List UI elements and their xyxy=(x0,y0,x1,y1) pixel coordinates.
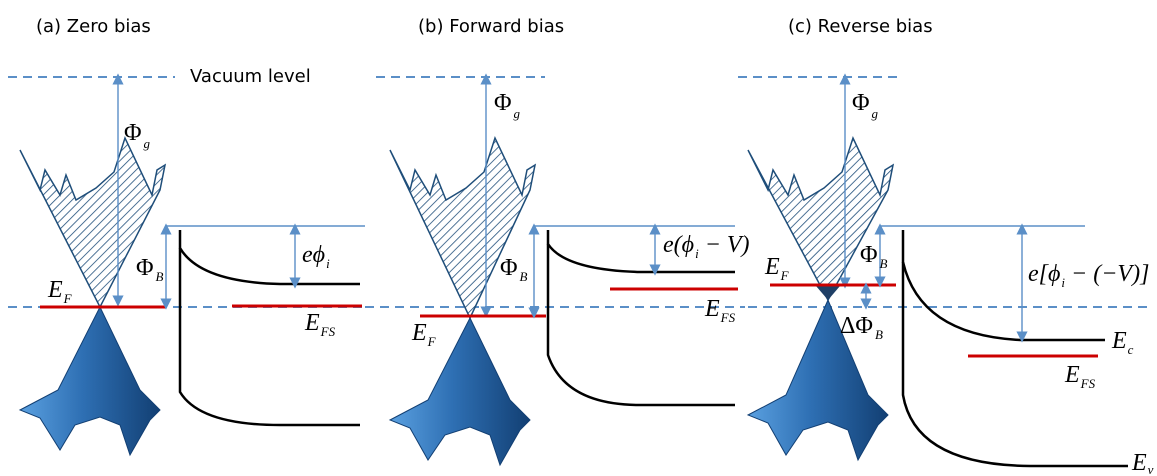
e-fs-label: EFS xyxy=(1064,362,1096,391)
conduction-band xyxy=(901,230,1105,342)
panel-title: (c) Reverse bias xyxy=(788,16,933,37)
e-fs-label: EFS xyxy=(304,310,336,339)
e-fs-label: EFS xyxy=(704,296,736,325)
dirac-cone-lower xyxy=(746,298,889,462)
barrier-label: eϕi xyxy=(302,242,330,271)
barrier-label: e(ϕi − V) xyxy=(663,232,750,261)
barrier-label: e[ϕi − (−V)] xyxy=(1028,261,1149,290)
valence-band xyxy=(901,262,1128,468)
dirac-cone-lower xyxy=(18,305,161,457)
dirac-cone-upper xyxy=(19,135,167,309)
e-f-label: EF xyxy=(411,320,437,349)
vacuum-level-label: Vacuum level xyxy=(190,66,311,87)
e-c-label: Ec xyxy=(1111,328,1134,357)
filled-states xyxy=(816,286,840,300)
e-f-label: EF xyxy=(764,254,790,283)
e-v-label: Ev xyxy=(1131,450,1154,476)
panel-title: (a) Zero bias xyxy=(36,16,151,37)
valence-band xyxy=(178,248,360,427)
conduction-band xyxy=(546,230,735,274)
panel-title: (b) Forward bias xyxy=(418,16,564,37)
conduction-band xyxy=(178,230,360,286)
dirac-cone-upper xyxy=(389,135,537,320)
e-f-label: EF xyxy=(47,277,73,306)
dirac-cone-lower xyxy=(388,316,531,467)
valence-band xyxy=(546,244,735,407)
